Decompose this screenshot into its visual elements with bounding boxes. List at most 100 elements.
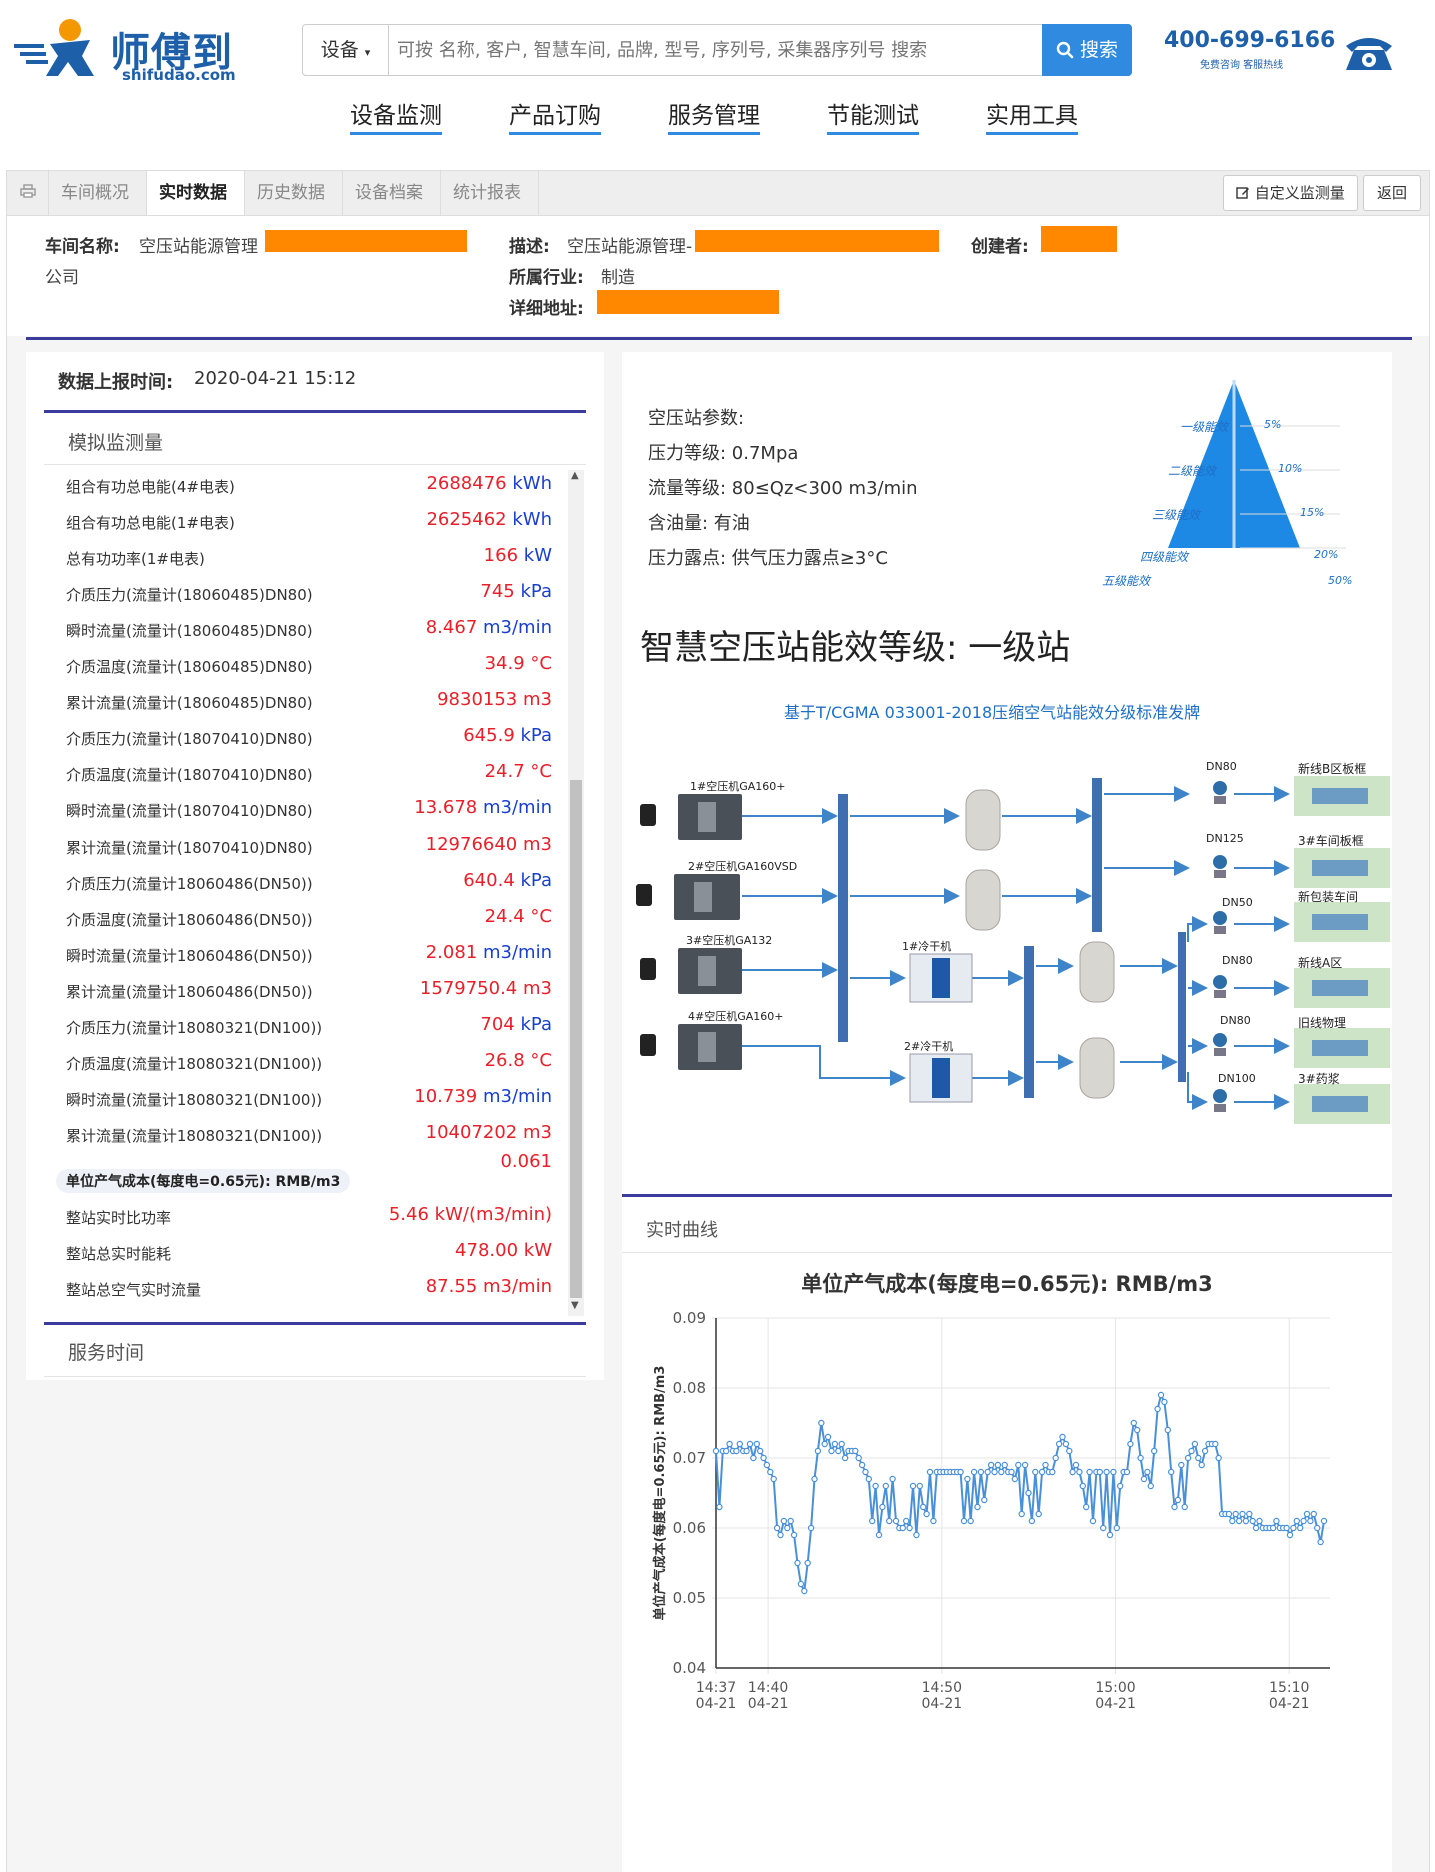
data-point <box>1195 1454 1202 1462</box>
pipe-6-label: DN100 <box>1218 1072 1256 1085</box>
data-point <box>1286 1531 1294 1539</box>
analog-row-label: 介质压力(流量计(18070410)DN80) <box>66 730 313 749</box>
analog-title: 模拟监测量 <box>68 432 164 454</box>
data-point <box>1307 1517 1314 1525</box>
analog-row-number: 26.8 <box>484 1049 525 1071</box>
data-point <box>1106 1531 1114 1539</box>
station-row-unit: kW <box>523 1239 552 1261</box>
analog-row-value: 34.9 °C <box>485 653 552 674</box>
analog-row-value: 9830153 m3 <box>437 689 552 710</box>
nav-energy-testing[interactable]: 节能测试 <box>827 96 919 135</box>
scrollbar[interactable]: ▲ ▼ <box>568 470 584 1316</box>
scroll-down-arrow-icon[interactable]: ▼ <box>571 1300 579 1311</box>
data-point <box>716 1503 723 1511</box>
logo-text-cn: 师傅到 <box>110 30 233 76</box>
data-point <box>831 1440 839 1448</box>
tab-equipment-files[interactable]: 设备档案 <box>343 171 441 215</box>
data-point <box>1127 1440 1134 1448</box>
station-param-pressure: 压力等级: 0.7Mpa <box>648 443 799 464</box>
nav-service-management[interactable]: 服务管理 <box>668 96 760 135</box>
data-point <box>1171 1503 1178 1511</box>
hotline-number: 400-699-6166 <box>1164 28 1336 53</box>
data-point <box>1130 1419 1137 1427</box>
printer-icon <box>19 184 36 198</box>
y-tick-label: 0.04 <box>673 1659 706 1677</box>
station-param-flow: 流量等级: 80≤Qz<300 m3/min <box>648 478 918 499</box>
tab-statistics-report[interactable]: 统计报表 <box>441 171 539 215</box>
analog-row-number: 8.467 <box>425 617 478 639</box>
data-point <box>736 1440 744 1448</box>
data-point <box>981 1496 988 1504</box>
area-2-label: 3#车间板框 <box>1298 834 1364 848</box>
data-point <box>1100 1524 1107 1532</box>
data-point <box>872 1482 879 1490</box>
custom-monitor-button[interactable]: 自定义监测量 <box>1223 175 1358 211</box>
report-time-label: 数据上报时间: <box>58 372 174 393</box>
data-point <box>1297 1524 1304 1532</box>
analog-row-value: 2.081 m3/min <box>426 942 552 963</box>
data-point <box>828 1447 835 1455</box>
pipe-3-label: DN50 <box>1222 896 1253 909</box>
data-point <box>1256 1517 1263 1525</box>
area-4-label: 新线A区 <box>1298 956 1343 970</box>
analog-row-number: 12976640 <box>425 833 518 855</box>
search-button[interactable]: 搜索 <box>1042 24 1132 76</box>
nav-product-ordering[interactable]: 产品订购 <box>509 96 601 135</box>
pipe-network <box>636 776 1390 1124</box>
analog-row-label: 组合有功总电能(4#电表) <box>66 478 235 496</box>
data-point <box>1184 1454 1192 1462</box>
data-point <box>1086 1468 1093 1476</box>
data-point <box>987 1461 995 1469</box>
data-point <box>984 1468 991 1476</box>
search-input[interactable] <box>397 25 1037 75</box>
tab-history-data[interactable]: 历史数据 <box>245 171 343 215</box>
redacted-name <box>265 230 467 252</box>
grade-title: 智慧空压站能效等级: 一级站 <box>640 628 1071 668</box>
data-point <box>1151 1447 1158 1455</box>
data-point <box>756 1447 764 1455</box>
curve-title-divider <box>622 1252 1392 1253</box>
x-tick-time: 14:40 <box>748 1680 788 1696</box>
data-point <box>777 1531 784 1539</box>
x-tick-time: 14:50 <box>922 1680 962 1696</box>
scroll-up-arrow-icon[interactable]: ▲ <box>571 470 579 481</box>
nav-equipment-monitoring[interactable]: 设备监测 <box>350 96 442 135</box>
print-button[interactable] <box>7 171 49 215</box>
analog-row-label: 瞬时流量(流量计(18070410)DN80) <box>66 802 313 821</box>
analog-row-unit: °C <box>530 653 552 675</box>
search-category-select[interactable]: 设备 ▾ <box>303 25 389 75</box>
nav-utility-tools[interactable]: 实用工具 <box>986 96 1078 135</box>
analog-row-unit: kPa <box>520 725 553 747</box>
analog-row-number: 645.9 <box>463 725 515 747</box>
section-divider <box>26 337 1412 340</box>
analog-row-number: 24.4 <box>484 905 525 927</box>
data-point <box>794 1559 801 1567</box>
data-point <box>1059 1433 1066 1441</box>
description-label: 描述: <box>509 237 550 257</box>
hotline: 400-699-6166 免费咨询 客服热线 <box>1160 28 1400 78</box>
y-axis-label: 单位产气成本(每度电=0.65元): RMB/m3 <box>652 1366 668 1621</box>
x-tick-date: 04-21 <box>696 1696 737 1712</box>
data-point <box>1066 1447 1073 1455</box>
data-point <box>909 1482 917 1490</box>
back-button[interactable]: 返回 <box>1363 175 1421 211</box>
data-point <box>926 1468 934 1476</box>
analog-row-label: 介质压力(流量计18060486(DN50)) <box>66 874 313 893</box>
unit-cost-value: 0.061 <box>500 1150 552 1172</box>
analog-row-value: 26.8 °C <box>485 1050 552 1071</box>
scrollbar-thumb[interactable] <box>570 780 582 1298</box>
data-point <box>960 1517 968 1525</box>
site-logo[interactable]: 师傅到 shifudao.com <box>10 12 240 84</box>
creator-label: 创建者: <box>971 237 1029 257</box>
data-point <box>1314 1524 1321 1532</box>
pyramid-pct-5: 50% <box>1328 574 1353 587</box>
data-point <box>814 1447 822 1455</box>
analog-row-unit: kPa <box>520 1013 553 1035</box>
data-point <box>1157 1391 1165 1399</box>
data-point <box>1191 1440 1199 1448</box>
chart-canvas[interactable]: 0.090.080.070.060.050.0414:3704-2114:400… <box>622 1302 1392 1822</box>
tab-realtime-data[interactable]: 实时数据 <box>147 171 245 215</box>
tab-workshop-overview[interactable]: 车间概况 <box>49 171 147 215</box>
